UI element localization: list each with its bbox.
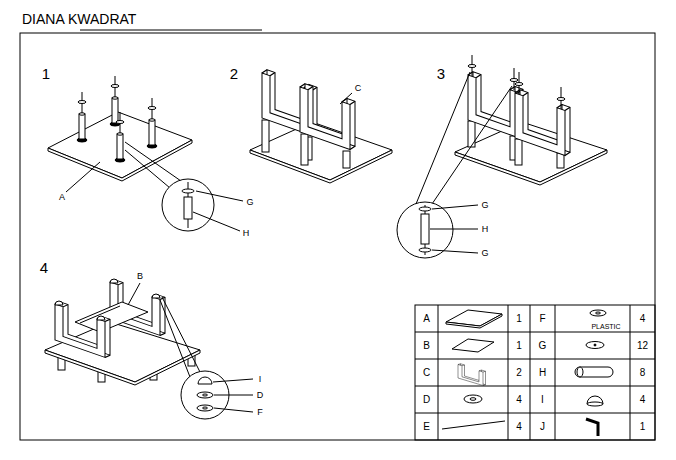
table-cell: 12 (637, 341, 648, 351)
table-cell: 4 (640, 314, 646, 324)
part-label: H (243, 229, 250, 238)
part-label: G (481, 249, 488, 258)
table-cell: 8 (640, 368, 646, 378)
table-cell: 4 (516, 422, 522, 432)
step-1-figure (48, 76, 243, 231)
part-icons (442, 310, 613, 436)
table-cell: 1 (640, 422, 646, 432)
part-label: A (59, 193, 65, 202)
frame (20, 30, 655, 440)
step-number: 1 (42, 66, 50, 81)
table-cell: A (423, 314, 430, 324)
table-cell: F (539, 314, 545, 324)
table-cell: PLASTIC (591, 323, 620, 330)
step-number: 2 (230, 66, 238, 81)
step-number: 4 (40, 260, 48, 275)
step-2-figure (250, 68, 392, 183)
table-cell: 4 (516, 395, 522, 405)
part-label: D (257, 391, 264, 400)
part-label: H (482, 225, 489, 234)
part-label: G (246, 198, 253, 207)
part-label: G (481, 201, 488, 210)
table-cell: 1 (516, 314, 522, 324)
table-cell: I (541, 395, 544, 405)
table-cell: 4 (640, 395, 646, 405)
parts-table (415, 305, 655, 440)
part-label: C (355, 84, 362, 93)
step-number: 3 (437, 66, 445, 81)
table-cell: J (540, 422, 545, 432)
step-3-figure (397, 55, 607, 258)
table-cell: D (423, 395, 430, 405)
table-cell: 2 (516, 368, 522, 378)
table-cell: C (423, 368, 430, 378)
step-4-figure (45, 278, 253, 419)
table-cell: 1 (516, 341, 522, 351)
part-label: I (259, 375, 262, 384)
part-label: F (257, 408, 263, 417)
title: DIANA KWADRAT (22, 12, 136, 26)
table-cell: H (539, 368, 546, 378)
part-label: B (137, 272, 143, 281)
table-cell: B (423, 341, 430, 351)
table-cell: G (539, 341, 547, 351)
table-cell: E (423, 422, 430, 432)
